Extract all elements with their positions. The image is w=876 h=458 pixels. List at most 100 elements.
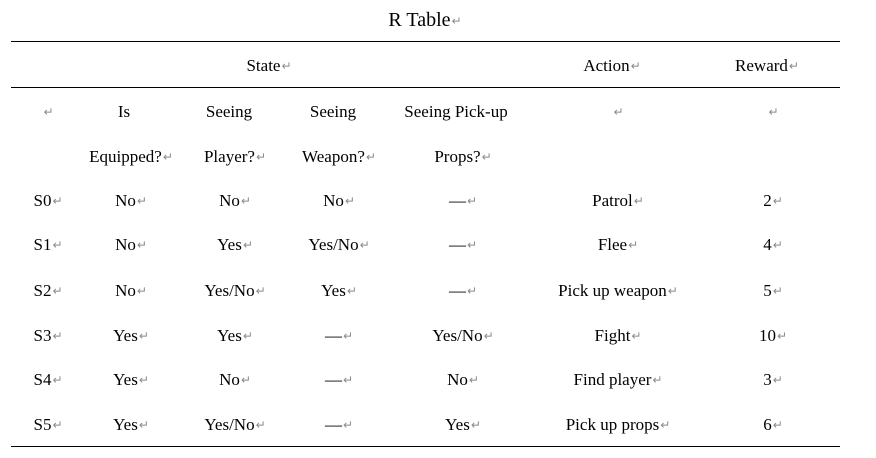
table-cell: S1↵ <box>33 235 63 254</box>
paragraph-mark-icon: ↵ <box>772 373 783 387</box>
paragraph-mark-icon: ↵ <box>631 329 642 343</box>
paragraph-mark-icon: ↵ <box>772 194 783 208</box>
subheader-action: ↵ <box>612 101 623 123</box>
paragraph-mark-icon: ↵ <box>342 373 354 387</box>
table-cell: —↵ <box>324 326 354 345</box>
paragraph-mark-icon: ↵ <box>359 238 370 252</box>
paragraph-mark-icon: ↵ <box>628 238 639 252</box>
paragraph-mark-icon: ↵ <box>468 373 479 387</box>
paragraph-mark-icon: ↵ <box>772 418 783 432</box>
paragraph-mark-icon: ↵ <box>242 238 253 252</box>
paragraph-mark-icon: ↵ <box>365 150 376 164</box>
paragraph-mark-icon: ↵ <box>466 284 478 298</box>
table-cell: No↵ <box>115 191 147 210</box>
table-cell: —↵ <box>448 235 478 254</box>
paragraph-mark-icon: ↵ <box>483 329 494 343</box>
table-cell: S2↵ <box>33 281 63 300</box>
paragraph-mark-icon: ↵ <box>255 418 266 432</box>
paragraph-mark-icon: ↵ <box>344 194 355 208</box>
paragraph-mark-icon: ↵ <box>772 238 783 252</box>
table-cell: Pick up props↵ <box>565 415 671 434</box>
subheader-seeing-weapon-line2: Weapon?↵ <box>302 147 376 166</box>
paragraph-mark-icon: ↵ <box>768 105 779 119</box>
subheader-is-equipped: Is <box>117 102 131 121</box>
paragraph-mark-icon: ↵ <box>776 329 788 343</box>
subheader-seeing-weapon: Seeing <box>309 102 357 121</box>
paragraph-mark-icon: ↵ <box>52 329 63 343</box>
paragraph-mark-icon: ↵ <box>652 373 663 387</box>
table-cell: Yes↵ <box>321 281 357 300</box>
paragraph-mark-icon: ↵ <box>788 59 799 73</box>
table-cell: Yes/No↵ <box>308 235 370 254</box>
paragraph-mark-icon: ↵ <box>451 14 462 28</box>
paragraph-mark-icon: ↵ <box>466 194 478 208</box>
paragraph-mark-icon: ↵ <box>630 59 641 73</box>
paragraph-mark-icon: ↵ <box>346 284 357 298</box>
table-cell: No↵ <box>219 191 251 210</box>
paragraph-mark-icon: ↵ <box>240 194 251 208</box>
subheader-seeing-props: Seeing Pick-up <box>404 102 508 121</box>
table-cell: No↵ <box>447 370 479 389</box>
table-cell: Flee↵ <box>597 235 639 254</box>
table-cell: Yes↵ <box>113 415 149 434</box>
table-cell: 6↵ <box>763 415 783 434</box>
table-cell: S3↵ <box>33 326 63 345</box>
table-cell: Yes↵ <box>445 415 481 434</box>
table-cell: 5↵ <box>763 281 783 300</box>
header-state: State↵ <box>246 56 292 75</box>
paragraph-mark-icon: ↵ <box>342 418 354 432</box>
paragraph-mark-icon: ↵ <box>255 150 267 164</box>
table-cell: S5↵ <box>33 415 63 434</box>
paragraph-mark-icon: ↵ <box>52 284 63 298</box>
paragraph-mark-icon: ↵ <box>138 373 149 387</box>
table-cell: S0↵ <box>33 191 63 210</box>
paragraph-mark-icon: ↵ <box>138 418 149 432</box>
subheader-seeing-player-line2: Player?↵ <box>203 147 267 166</box>
paragraph-mark-icon: ↵ <box>772 284 783 298</box>
paragraph-mark-icon: ↵ <box>242 329 253 343</box>
paragraph-mark-icon: ↵ <box>281 59 292 73</box>
subheader-is-equipped-line2: Equipped?↵ <box>89 147 173 166</box>
table-cell: 4↵ <box>763 235 783 254</box>
paragraph-mark-icon: ↵ <box>52 194 63 208</box>
paragraph-mark-icon: ↵ <box>633 194 644 208</box>
paragraph-mark-icon: ↵ <box>342 329 354 343</box>
paragraph-mark-icon: ↵ <box>255 284 266 298</box>
table-cell: No↵ <box>323 191 355 210</box>
table-cell: 2↵ <box>763 191 783 210</box>
paragraph-mark-icon: ↵ <box>136 284 147 298</box>
paragraph-mark-icon: ↵ <box>138 329 149 343</box>
table-cell: Yes/No↵ <box>204 281 266 300</box>
paragraph-mark-icon: ↵ <box>613 105 624 119</box>
subheader-reward: ↵ <box>767 101 778 123</box>
paragraph-mark-icon: ↵ <box>481 150 492 164</box>
top-rule <box>11 41 840 42</box>
paragraph-mark-icon: ↵ <box>667 284 678 298</box>
paragraph-mark-icon: ↵ <box>466 238 478 252</box>
table-cell: S4↵ <box>33 370 63 389</box>
table-cell: Yes↵ <box>113 326 149 345</box>
table-cell: —↵ <box>324 370 354 389</box>
bottom-rule <box>11 446 840 447</box>
subheader-state-id: ↵ <box>42 101 53 123</box>
table-cell: —↵ <box>448 191 478 210</box>
subheader-seeing-props-line2: Props?↵ <box>434 147 492 166</box>
table-cell: Yes/No↵ <box>432 326 494 345</box>
table-cell: No↵ <box>115 281 147 300</box>
table-cell: —↵ <box>448 281 478 300</box>
table-cell: Yes↵ <box>217 235 253 254</box>
table-cell: Fight↵ <box>594 326 642 345</box>
header-rule <box>11 87 840 88</box>
paragraph-mark-icon: ↵ <box>240 373 251 387</box>
table-cell: —↵ <box>324 415 354 434</box>
paragraph-mark-icon: ↵ <box>660 418 671 432</box>
paragraph-mark-icon: ↵ <box>52 238 63 252</box>
table-title: R Table↵ <box>388 9 462 31</box>
header-action: Action↵ <box>583 56 641 75</box>
table-cell: 10↵ <box>758 326 788 345</box>
header-reward: Reward↵ <box>735 56 799 75</box>
table-cell: No↵ <box>219 370 251 389</box>
paragraph-mark-icon: ↵ <box>52 418 63 432</box>
paragraph-mark-icon: ↵ <box>162 150 173 164</box>
paragraph-mark-icon: ↵ <box>136 238 147 252</box>
